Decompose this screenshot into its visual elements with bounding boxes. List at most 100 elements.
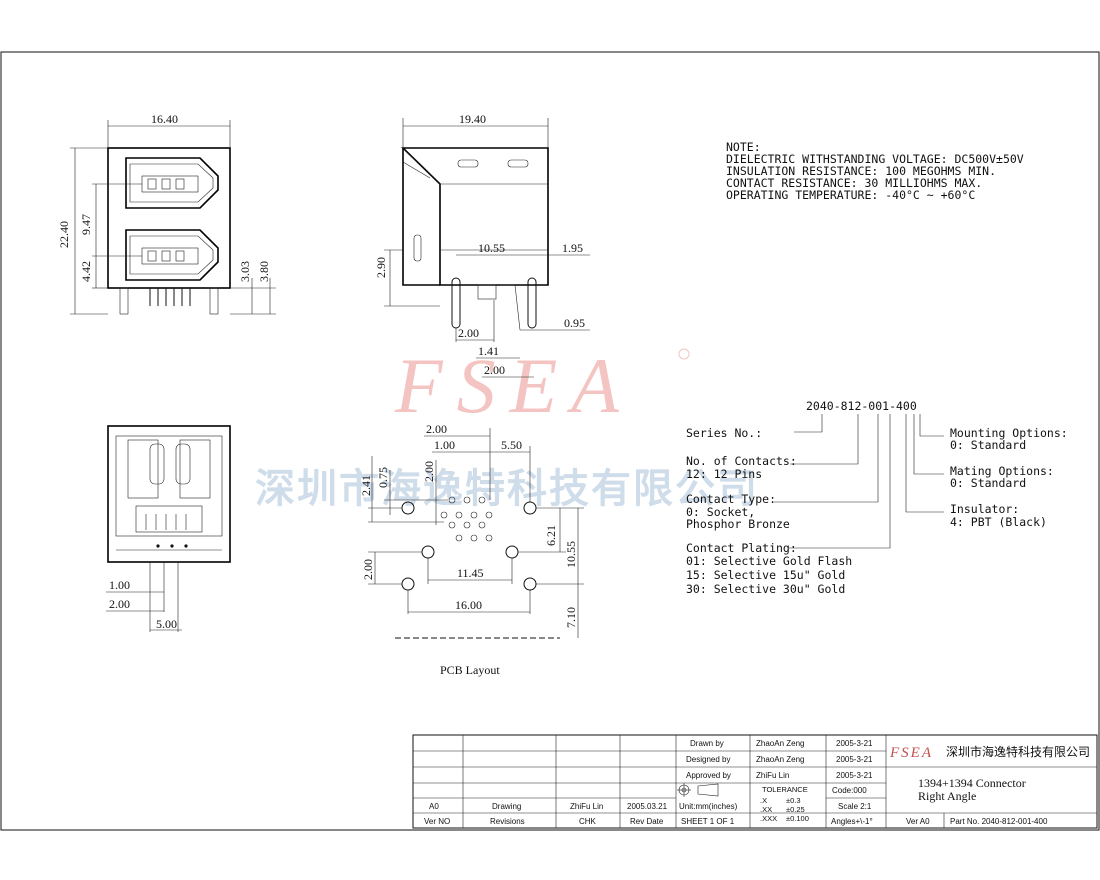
plating-line: 01: Selective Gold Flash (686, 554, 852, 568)
plating-line: 30: Selective 30u" Gold (686, 582, 845, 596)
rev-chk-value: ZhiFu Lin (570, 802, 603, 811)
dim-side-195: 1.95 (562, 241, 583, 255)
dim-height: 22.40 (57, 221, 71, 248)
code-label: Code:000 (832, 786, 867, 795)
scale-label: Scale 2:1 (838, 802, 872, 811)
dim-pcb-200-top: 2.00 (426, 422, 447, 436)
dim-bottom-100: 1.00 (109, 578, 130, 592)
rev-revisions-value: Drawing (492, 802, 521, 811)
designed-name: ZhaoAn Zeng (756, 755, 804, 764)
note-line: DIELECTRIC WITHSTANDING VOLTAGE: DC500V±… (726, 152, 1024, 166)
rev-date-header: Rev Date (630, 817, 664, 826)
watermark-company: 深圳市海逸特科技有限公司 (255, 466, 759, 512)
tol-xxx-label: .XXX (760, 814, 777, 823)
tol-xxx-value: ±0.100 (786, 814, 809, 823)
angles-label: Angles+\-1° (831, 817, 873, 826)
ver-label: Ver A0 (906, 817, 930, 826)
drawn-date: 2005-3-21 (836, 739, 873, 748)
note-line: CONTACT RESISTANCE: 30 MILLIOHMS MAX. (726, 176, 982, 190)
bottom-view: 1.00 2.00 5.00 (106, 425, 231, 632)
dim-bottom-200: 2.00 (109, 597, 130, 611)
dim-pcb-621: 6.21 (544, 525, 558, 546)
tol-xx-label: .XX (760, 805, 772, 814)
dim-pcb-1600: 16.00 (455, 598, 482, 612)
note-line: INSULATION RESISTANCE: 100 MEGOHMS MIN. (726, 164, 996, 178)
approved-date: 2005-3-21 (836, 771, 873, 780)
lower-port (125, 229, 219, 281)
dim-380: 3.80 (257, 261, 271, 282)
sheet-border (0, 51, 1100, 831)
series-label: Series No.: (686, 426, 762, 440)
mounting-title: Mounting Options: (950, 426, 1068, 440)
units-label: Unit:mm(inches) (679, 802, 738, 811)
dim-side-200b: 2.00 (484, 363, 505, 377)
title-block-logo: FSEA (889, 745, 933, 761)
rev-ver-header: Ver NO (424, 817, 450, 826)
rev-ver-value: A0 (429, 802, 439, 811)
dim-port-pitch: 9.47 (79, 214, 93, 235)
part-number-code: 2040-812-001-400 (806, 399, 917, 413)
contact-type-title: Contact Type: (686, 492, 776, 506)
watermark-logo: FSEA (394, 342, 633, 429)
mating-value: 0: Standard (950, 476, 1026, 490)
part-number-legend: 2040-812-001-400 Series No.: No. of Cont… (686, 399, 1068, 596)
title-block: A0 Drawing ZhiFu Lin 2005.03.21 Ver NO R… (412, 734, 1098, 829)
dim-depth: 19.40 (459, 112, 486, 126)
title-block-company: 深圳市海逸特科技有限公司 (946, 744, 1090, 759)
dim-pcb-550: 5.50 (501, 438, 522, 452)
dim-side-1055: 10.55 (478, 241, 505, 255)
tolerance-title: TOLERANCE (762, 785, 808, 794)
dim-pcb-075: 0.75 (376, 467, 390, 488)
contact-type-line: 0: Socket, (686, 505, 755, 519)
dim-width: 16.40 (151, 112, 178, 126)
registered-mark-icon (678, 348, 690, 360)
dim-lower-offset: 4.42 (79, 261, 93, 282)
side-view: 19.40 10.55 1.95 2.90 2.00 0.95 1.41 2.0… (374, 112, 590, 378)
contacts-value: 12: 12 Pins (686, 467, 762, 481)
dim-pcb-1145: 11.45 (457, 566, 484, 580)
plating-title: Contact Plating: (686, 541, 797, 555)
dim-303: 3.03 (238, 261, 252, 282)
front-view: 16.40 22.40 9.47 4.42 3.03 3.80 (57, 112, 276, 315)
dim-side-200a: 2.00 (458, 326, 479, 340)
part-no-label: Part No. 2040-812-001-400 (950, 817, 1048, 826)
dim-bottom-500: 5.00 (156, 617, 177, 631)
tol-xx-value: ±0.25 (786, 805, 805, 814)
designed-label: Designed by (686, 755, 730, 764)
dim-side-290: 2.90 (374, 257, 388, 278)
mounting-value: 0: Standard (950, 438, 1026, 452)
note-line: OPERATING TEMPERATURE: -40°C ~ +60°C (726, 188, 975, 202)
insulator-title: Insulator: (950, 502, 1019, 516)
product-line-1: 1394+1394 Connector (918, 776, 1026, 790)
approved-label: Approved by (686, 771, 731, 780)
contacts-title: No. of Contacts: (686, 454, 797, 468)
projection-symbol-icon (677, 783, 719, 797)
insulator-value: 4: PBT (Black) (950, 515, 1047, 529)
upper-port (125, 157, 219, 209)
pcb-layout: 2.00 1.00 5.50 2.41 0.75 2.00 6.21 10.55… (359, 422, 584, 677)
plating-line: 15: Selective 15u" Gold (686, 568, 845, 582)
mating-title: Mating Options: (950, 464, 1054, 478)
sheet-label: SHEET 1 OF 1 (681, 817, 735, 826)
dim-pcb-1055: 10.55 (564, 541, 578, 568)
approved-name: ZhiFu Lin (756, 771, 789, 780)
drawn-label: Drawn by (690, 739, 724, 748)
rev-chk-header: CHK (579, 817, 597, 826)
dim-pcb-200-v: 2.00 (422, 461, 436, 482)
rev-date-value: 2005.03.21 (627, 802, 668, 811)
dim-side-095: 0.95 (564, 316, 585, 330)
notes-block: NOTE: DIELECTRIC WITHSTANDING VOLTAGE: D… (726, 140, 1024, 202)
dim-pcb-710: 7.10 (564, 607, 578, 628)
rev-revisions-header: Revisions (490, 817, 525, 826)
contact-type-line: Phosphor Bronze (686, 517, 790, 531)
product-line-2: Right Angle (918, 789, 976, 803)
pcb-layout-label: PCB Layout (440, 663, 500, 677)
dim-side-141: 1.41 (478, 344, 499, 358)
tol-x-label: .X (760, 796, 767, 805)
drawn-name: ZhaoAn Zeng (756, 739, 804, 748)
dim-pcb-241: 2.41 (359, 475, 373, 496)
designed-date: 2005-3-21 (836, 755, 873, 764)
dim-pcb-100: 1.00 (434, 438, 455, 452)
tol-x-value: ±0.3 (786, 796, 801, 805)
